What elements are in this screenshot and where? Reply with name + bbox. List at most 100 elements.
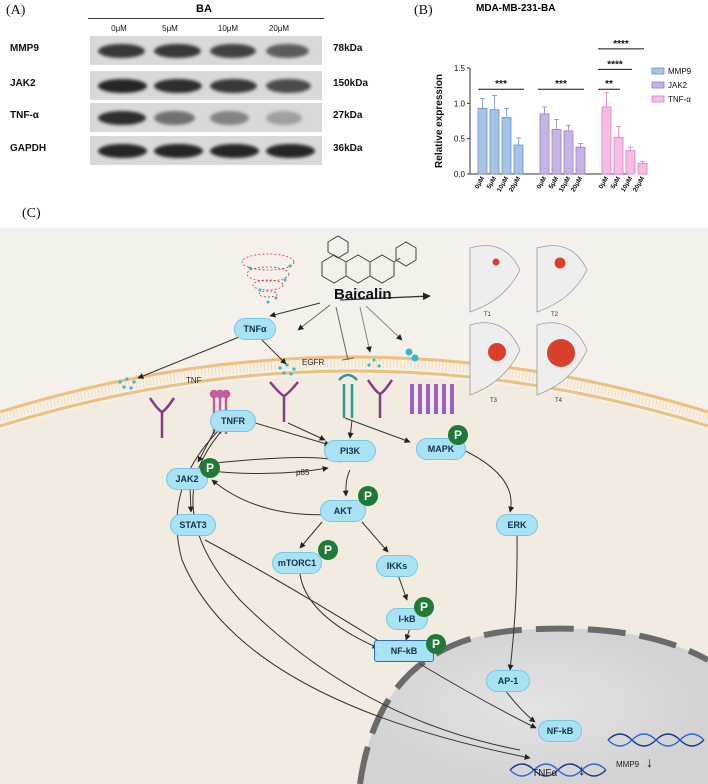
blot-band [154,111,195,125]
node-ap1: AP-1 [486,670,530,692]
baicalin-label: Baicalin [334,286,392,303]
blot-column-label: 0μM [111,24,127,33]
bar [613,136,624,175]
node-pi3k: PI3K [324,440,376,462]
tumor-stage-label: T4 [555,398,563,404]
panel-b-label: (B) [414,3,433,18]
y-axis-label: Relative expression [434,74,445,168]
bar [489,109,500,175]
dna-helix-icon [607,733,705,747]
blot-kda-label: 27kDa [333,110,363,121]
significance-label: **** [607,59,623,70]
output-mmp9-down-arrow: ↓ [646,754,653,770]
x-tick-label: 20μM [632,176,646,194]
receptor-channel-icon [338,373,358,418]
cell-membrane-inner [0,369,708,428]
blot-band [210,44,256,58]
tumor-stage-t3-icon [469,322,521,396]
node-mtorc1: mTORC1 [272,552,322,574]
bar [625,150,636,175]
node-tnfa: TNFα [234,318,276,340]
node-stat3: STAT3 [170,514,216,536]
blot-column-label: 5μM [162,24,178,33]
gpcr-receptor-icon [410,384,454,414]
blot-band [98,44,145,58]
blot-row-label: JAK2 [10,78,36,89]
x-tick-label: 0μM [598,176,611,191]
legend-swatch [651,81,665,89]
blot-kda-label: 150kDa [333,78,369,89]
blot-band [266,111,302,125]
x-tick-label: 0μM [536,176,549,191]
p85-label: p85 [296,468,310,477]
nuclear-envelope [357,625,708,784]
tumor-stage-label: T1 [484,312,492,318]
blot-band [98,111,146,125]
node-nfkb-cytoplasm: NF-kB [374,640,434,662]
node-tnfr: TNFR [210,410,256,432]
output-tnfa-down-arrow: ↓ [578,762,586,779]
phospho-marker-akt: P [358,486,378,506]
tumor-stage-t2-icon [536,245,588,313]
tumor-stage-label: T3 [490,398,498,404]
chart-title: MDA-MB-231-BA [476,3,556,14]
tnf-ligand-icon [241,253,295,304]
blot-band [210,79,257,93]
tumor-stage-t4-icon [536,322,588,396]
blot-band [266,44,309,58]
node-jak2: JAK2 [166,468,208,490]
ligand-dots-icon [118,348,419,390]
egfr-receptor-icon [269,381,299,422]
blot-kda-label: 36kDa [333,143,363,154]
bar [563,130,574,175]
bar [601,106,612,175]
blot-band [266,144,315,158]
significance-label: *** [495,79,507,90]
blot-band [154,144,203,158]
tnf-receptor-label: TNF [186,376,202,385]
receptor-right-icon [366,379,394,418]
blot-row-label: GAPDH [10,143,47,154]
nucleus [360,628,708,784]
tumor-stage-label: T2 [551,312,559,318]
blot-column-label: 10μM [217,24,239,33]
y-tick-label: 0.5 [454,135,466,144]
blot-band [98,79,147,93]
blot-title-line [88,18,324,19]
bar [575,146,586,175]
blot-row-label: TNF-α [10,110,39,121]
blot-band [266,79,311,93]
legend-label: TNF-α [668,95,691,104]
node-erk: ERK [496,514,538,536]
legend-label: MMP9 [668,67,692,76]
receptor-left-icon [148,397,176,438]
significance-label: ** [605,79,613,90]
y-tick-label: 1.5 [454,64,466,73]
legend-swatch [651,95,665,103]
significance-label: **** [613,39,629,50]
blot-kda-label: 78kDa [333,43,363,54]
x-tick-label: 20μM [508,176,522,194]
cell-membrane-outer [0,355,708,414]
x-tick-label: 0μM [474,176,487,191]
output-mmp9-label: MMP9 [616,760,640,769]
panel-a-label: (A) [6,3,26,18]
node-nfkb-nucleus: NF-kB [538,720,582,742]
bar [513,144,524,175]
bar [477,107,488,175]
tumor-stage-t1-icon [469,245,521,313]
output-tnfa-label: TNFα [532,768,558,779]
phospho-marker-ikb: P [414,597,434,617]
phospho-marker-mtorc1: P [318,540,338,560]
egfr-receptor-label: EGFR [302,358,325,367]
baicalin-structure-icon [321,235,417,284]
bar [637,162,648,175]
y-tick-label: 0.0 [454,170,466,179]
blot-band [210,111,249,125]
blot-band [210,144,259,158]
node-akt: AKT [320,500,366,522]
phospho-marker-nfkb: P [426,634,446,654]
y-tick-label: 1.0 [454,99,466,108]
phospho-marker-jak2: P [200,458,220,478]
